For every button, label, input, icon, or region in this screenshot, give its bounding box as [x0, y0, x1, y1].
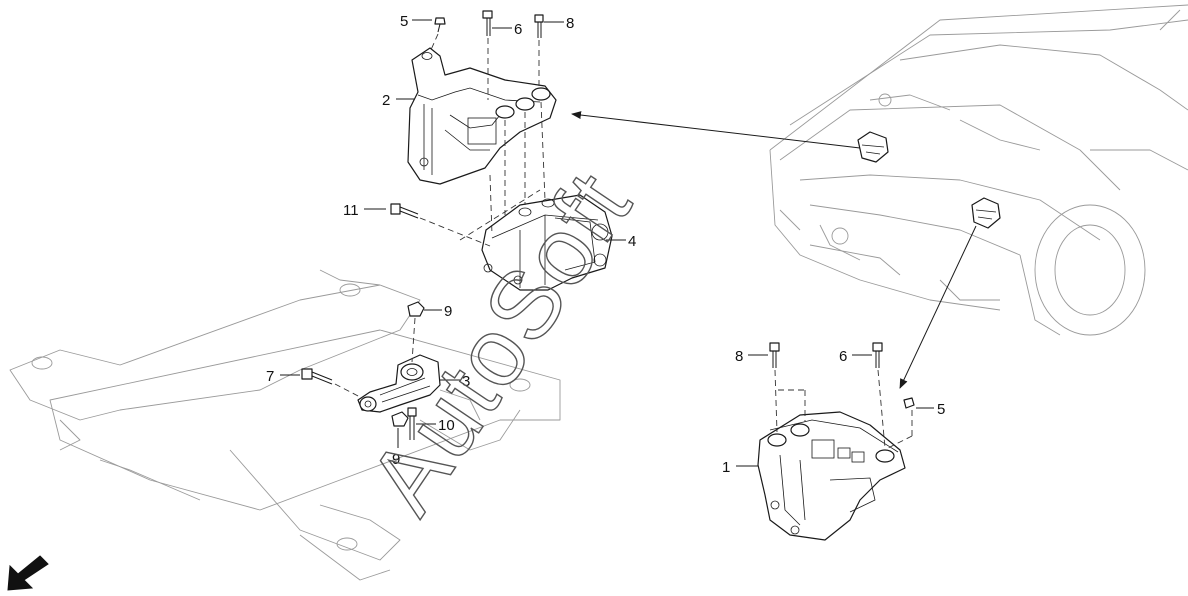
callout-10: 10 [438, 417, 455, 434]
nut-9-bottom [391, 411, 409, 427]
part-4-bracket [481, 194, 613, 291]
callout-8-top: 8 [566, 15, 574, 32]
front-direction-arrow-icon [7, 555, 49, 591]
callout-6-right: 6 [839, 348, 847, 365]
callout-2: 2 [382, 92, 390, 109]
mount-location-lower [971, 197, 1001, 229]
location-arrow-lower [899, 225, 977, 389]
callout-7: 7 [266, 368, 274, 385]
bolt-8-top [534, 14, 544, 38]
callout-1: 1 [722, 459, 730, 476]
bolt-7 [301, 368, 333, 385]
callout-4: 4 [628, 233, 636, 250]
callout-6-top: 6 [514, 21, 522, 38]
nut-9-top [407, 301, 425, 317]
callout-9-bottom: 9 [392, 451, 400, 468]
callout-11: 11 [343, 202, 359, 219]
bolt-5-top [434, 17, 446, 33]
location-arrow-upper [571, 111, 861, 149]
bolt-6-right [872, 342, 883, 368]
bolt-5-right [903, 397, 915, 409]
vehicle-front-outline [769, 4, 1188, 336]
mount-location-upper [857, 131, 889, 163]
assembly-dashed-lines [334, 33, 913, 449]
part-1-engine-mount [757, 411, 906, 541]
bolt-10 [407, 407, 417, 440]
callout-5-right: 5 [937, 401, 945, 418]
callout-leaders [280, 19, 934, 467]
subframe-outline [9, 269, 561, 581]
bolt-11 [390, 203, 419, 219]
part-3-torque-rod [357, 354, 441, 413]
bolt-8-right [769, 342, 780, 368]
callout-3: 3 [462, 373, 470, 390]
part-2-mount-bracket [407, 47, 557, 185]
callout-5-top: 5 [400, 13, 408, 30]
callout-8-right: 8 [735, 348, 743, 365]
callout-9-top: 9 [444, 303, 452, 320]
bolt-6-top [482, 10, 493, 36]
